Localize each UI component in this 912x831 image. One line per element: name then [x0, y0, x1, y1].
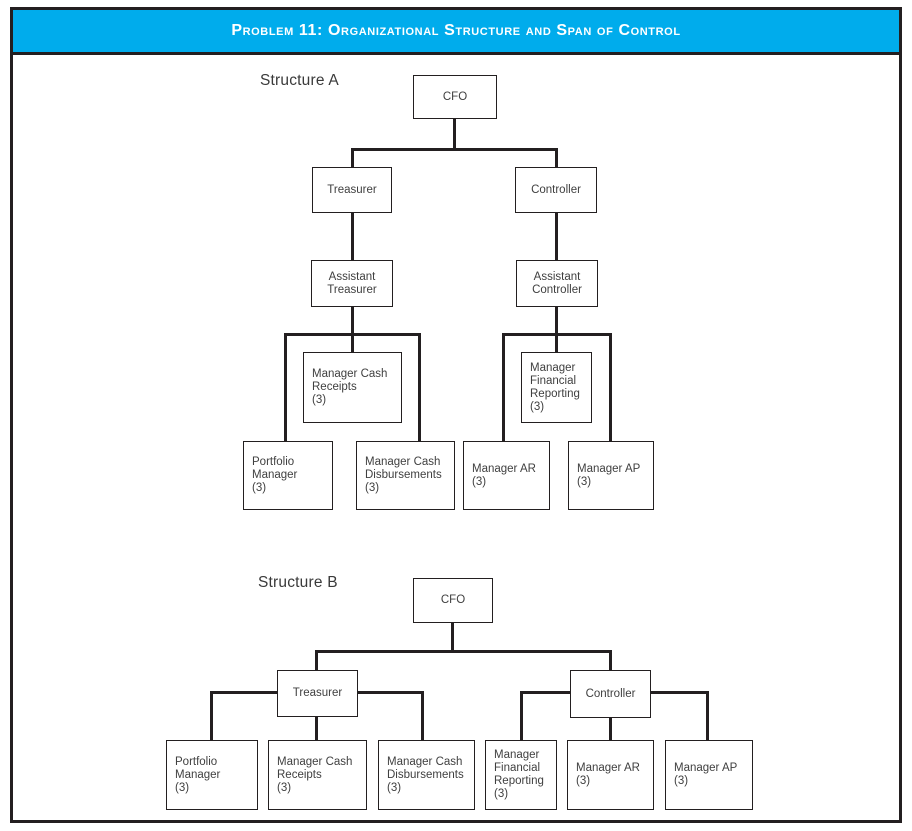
connector-b-cfo-rail	[315, 650, 612, 653]
connector-b-controller-drop	[609, 650, 612, 671]
connector-b-controller-right-arm	[650, 691, 709, 694]
node-cfo-b: CFO	[413, 578, 493, 623]
node-manager-ar-b: Manager AR (3)	[567, 740, 654, 810]
connector-a-cfo-rail	[351, 148, 558, 151]
structure-b-label: Structure B	[258, 574, 338, 591]
structure-a-label: Structure A	[260, 72, 339, 89]
connector-a-manager-ar-drop	[502, 333, 505, 442]
node-manager-ap-b: Manager AP (3)	[665, 740, 753, 810]
connector-a-asst-treasurer-drop	[351, 306, 354, 353]
node-manager-cash-disbursements-a: Manager Cash Disbursements (3)	[356, 441, 455, 510]
connector-a-controller-drop	[555, 148, 558, 168]
connector-b-manager-ar-drop	[609, 716, 612, 741]
page-title: Problem 11: Organizational Structure and…	[231, 22, 681, 39]
node-manager-cash-receipts-b: Manager Cash Receipts (3)	[268, 740, 367, 810]
content-frame: Problem 11: Organizational Structure and…	[10, 7, 902, 823]
connector-a-portfolio-drop	[284, 333, 287, 442]
node-controller-b: Controller	[570, 670, 651, 718]
connector-b-financial-reporting-drop	[520, 691, 523, 741]
connector-a-cfo-drop	[453, 119, 456, 150]
node-assistant-controller-a: Assistant Controller	[516, 260, 598, 307]
node-manager-ap-a: Manager AP (3)	[568, 441, 654, 510]
connector-a-right-bracket-rail	[502, 333, 612, 336]
node-treasurer-b: Treasurer	[277, 670, 358, 717]
node-cfo-a: CFO	[413, 75, 497, 119]
node-portfolio-manager-a: Portfolio Manager (3)	[243, 441, 333, 510]
connector-b-treasurer-left-arm	[210, 691, 278, 694]
connector-b-treasurer-drop	[315, 650, 318, 671]
node-manager-ar-a: Manager AR (3)	[463, 441, 550, 510]
node-manager-cash-receipts-a: Manager Cash Receipts (3)	[303, 352, 402, 423]
connector-b-portfolio-drop	[210, 691, 213, 741]
node-manager-financial-reporting-a: Manager Financial Reporting (3)	[521, 352, 592, 423]
connector-b-cfo-drop	[451, 622, 454, 653]
connector-b-treasurer-right-arm	[357, 691, 424, 694]
node-manager-cash-disbursements-b: Manager Cash Disbursements (3)	[378, 740, 475, 810]
connector-b-manager-ap-drop	[706, 691, 709, 741]
connector-a-asst-controller-drop	[555, 306, 558, 353]
connector-a-controller-to-assistant	[555, 212, 558, 261]
connector-b-disbursements-drop	[421, 691, 424, 741]
node-controller-a: Controller	[515, 167, 597, 213]
node-assistant-treasurer-a: Assistant Treasurer	[311, 260, 393, 307]
connector-a-left-bracket-rail	[284, 333, 421, 336]
connector-a-disbursements-drop	[418, 333, 421, 442]
node-manager-financial-reporting-b: Manager Financial Reporting (3)	[485, 740, 557, 810]
connector-b-controller-left-arm	[520, 691, 571, 694]
connector-a-manager-ap-drop	[609, 333, 612, 442]
connector-a-treasurer-drop	[351, 148, 354, 168]
node-portfolio-manager-b: Portfolio Manager (3)	[166, 740, 258, 810]
node-treasurer-a: Treasurer	[312, 167, 392, 213]
connector-b-receipts-drop	[315, 716, 318, 741]
connector-a-treasurer-to-assistant	[351, 212, 354, 261]
title-bar: Problem 11: Organizational Structure and…	[13, 10, 899, 55]
